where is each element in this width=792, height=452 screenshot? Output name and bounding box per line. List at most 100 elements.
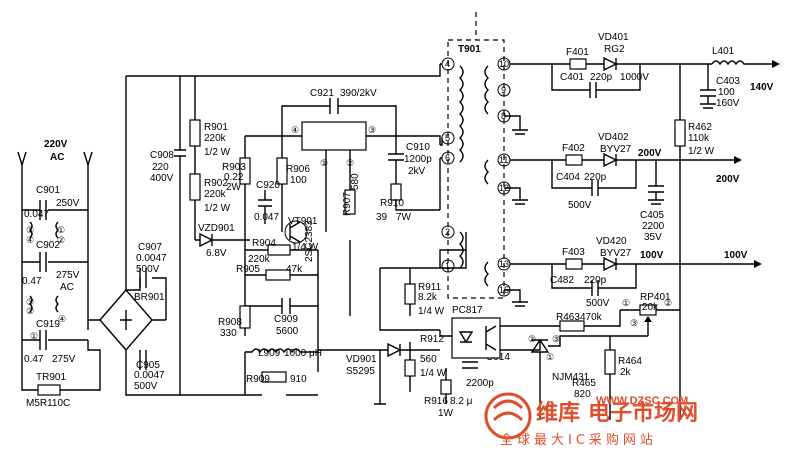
VT901-symbol — [284, 220, 308, 244]
C401-value: 220p — [590, 72, 613, 83]
C404-value: 220p — [584, 172, 607, 183]
R910-name: R910 — [380, 198, 404, 209]
watermark-brand: 维库 — [536, 400, 580, 426]
choke-2-icon — [29, 295, 59, 313]
F403-symbol — [565, 258, 583, 270]
R916-symbol — [440, 379, 452, 395]
C401-symbol — [589, 82, 597, 98]
R901-value: 220k — [204, 133, 227, 144]
C921-symbol — [329, 98, 339, 114]
R908-name: R908 — [218, 317, 242, 328]
R901-name: R901 — [204, 122, 228, 133]
R465-value: 820 — [574, 389, 591, 400]
RP401-symbol — [639, 304, 657, 316]
R912-value: 560 — [420, 354, 437, 365]
C405-value: 2200 — [642, 221, 665, 232]
2SC2383-symbol — [301, 121, 367, 151]
R462-symbol — [674, 119, 686, 147]
TR901-name: TR901 — [36, 372, 66, 383]
C902-value: 0.47 — [22, 276, 42, 287]
R465-name: R465 — [572, 378, 596, 389]
C404-name: C404 — [556, 172, 580, 183]
R906-symbol — [276, 157, 288, 185]
F403-name: F403 — [562, 247, 585, 258]
R464-value: 2k — [620, 367, 632, 378]
C405-symbol — [648, 160, 664, 200]
svg-text:5: 5 — [445, 133, 450, 143]
C909-name: C909 — [274, 314, 298, 325]
TR901-part: M5R110C — [26, 398, 70, 409]
ground-icon — [374, 350, 386, 405]
svg-text:②: ② — [664, 298, 672, 308]
out-200v-top-label: 200V — [638, 148, 662, 159]
svg-text:③: ③ — [368, 125, 376, 135]
VD420-symbol — [603, 256, 618, 272]
C909-symbol — [281, 298, 291, 314]
VD401-part: RG2 — [604, 44, 625, 55]
svg-text:③: ③ — [26, 297, 34, 307]
R907-symbol — [344, 189, 356, 215]
R916-name: R916 — [424, 396, 448, 407]
C901-symbol — [39, 200, 47, 220]
C403-rating: 160V — [716, 98, 740, 109]
R909-symbol — [261, 371, 287, 383]
svg-text:①: ① — [622, 298, 630, 308]
primary-winding — [459, 65, 464, 163]
R904-value: 220k — [248, 254, 271, 265]
R910-power: 7W — [396, 212, 412, 223]
C910-name: C910 — [406, 142, 430, 153]
C910-value: 1200p — [404, 154, 432, 165]
R905-value: 47k — [286, 264, 303, 275]
VD901-part: S5295 — [346, 366, 375, 377]
svg-text:13: 13 — [499, 259, 509, 269]
R901-power: 1/2 W — [204, 147, 231, 158]
VD901-name: VD901 — [346, 354, 377, 365]
R903-value: 0.22 — [224, 172, 244, 183]
C482-rating: 500V — [586, 298, 610, 309]
VZD901-name: VZD901 — [198, 223, 235, 234]
C920-value: 0.047 — [254, 212, 279, 223]
out-200v-arrow-icon — [734, 156, 742, 164]
C914-symbol — [462, 361, 478, 369]
R907-name: R907 — [342, 192, 353, 216]
RP401-wiper-icon — [644, 316, 652, 322]
svg-text:②: ② — [26, 306, 34, 316]
R905-symbol — [265, 269, 291, 281]
svg-text:③: ③ — [26, 225, 34, 235]
R464-symbol — [604, 349, 616, 375]
R902-symbol — [189, 173, 201, 201]
svg-text:②: ② — [528, 334, 536, 344]
svg-text:①: ① — [546, 352, 554, 362]
watermark-url: WWW.DZSC.COM — [596, 395, 688, 407]
BR901-name: BR901 — [134, 292, 165, 303]
svg-text:④: ④ — [58, 314, 66, 324]
svg-text:11: 11 — [499, 155, 508, 165]
R462-name: R462 — [688, 122, 712, 133]
ground-sec3-icon — [504, 289, 528, 307]
out-100v-label: 100V — [724, 250, 748, 261]
R909-name: R909 — [246, 374, 270, 385]
VD901-symbol — [387, 342, 402, 358]
C404-symbol — [591, 180, 599, 196]
R910-symbol — [390, 183, 402, 201]
C908-name: C908 — [150, 150, 174, 161]
svg-text:②: ② — [57, 235, 65, 245]
svg-text:④: ④ — [291, 125, 299, 135]
svg-text:1: 1 — [445, 261, 450, 271]
C907-rating: 500V — [136, 264, 160, 275]
R916-value: 8.2 μ — [450, 396, 473, 407]
ground-c403-icon — [700, 103, 716, 109]
VD420-name: VD420 — [596, 236, 627, 247]
F401-symbol — [569, 58, 587, 70]
C909-value: 5600 — [276, 326, 299, 337]
C920-name: C920 — [256, 180, 280, 191]
VT901-name: VT901 — [288, 216, 318, 227]
F402-name: F402 — [562, 143, 585, 154]
svg-text:①: ① — [30, 331, 38, 341]
R902-name: R902 — [204, 178, 228, 189]
VZD901-symbol — [199, 232, 214, 248]
R904-name: R904 — [252, 238, 276, 249]
VD401-name: VD401 — [598, 32, 629, 43]
R911-power: 1/4 W — [418, 306, 445, 317]
C907-name: C907 — [138, 242, 162, 253]
